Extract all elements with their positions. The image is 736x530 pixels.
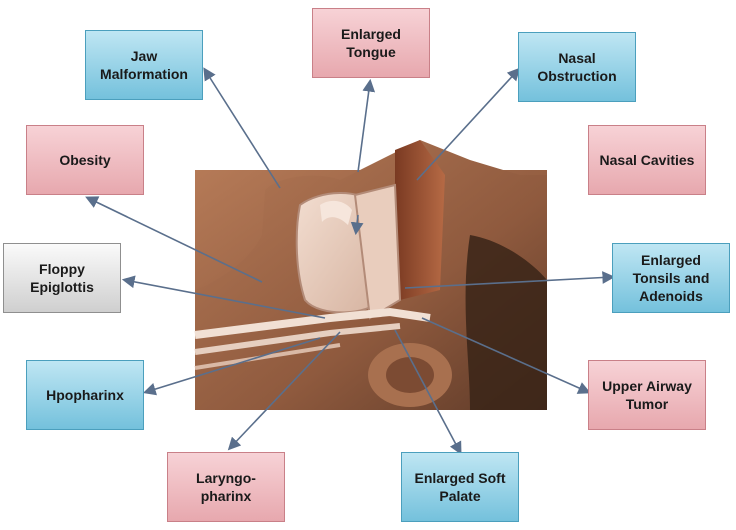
label-jaw-malformation: Jaw Malformation	[85, 30, 203, 100]
arrow-floppy-epiglottis	[121, 275, 326, 319]
label-upper-airway-tumor: Upper Airway Tumor	[588, 360, 706, 430]
arrow-inner	[350, 214, 364, 236]
arrow-enlarged-tonsils	[404, 271, 616, 289]
label-hpopharinx: Hpopharinx	[26, 360, 144, 430]
arrow-laryngopharinx	[227, 331, 341, 451]
label-nasal-cavities: Nasal Cavities	[588, 125, 706, 195]
label-laryngopharinx: Laryngo- pharinx	[167, 452, 285, 522]
arrow-enlarged-tongue	[357, 78, 376, 173]
label-floppy-epiglottis: Floppy Epiglottis	[3, 243, 121, 313]
arrow-jaw-malformation	[203, 67, 281, 189]
label-obesity: Obesity	[26, 125, 144, 195]
arrow-upper-airway-tumor	[421, 317, 591, 394]
arrow-obesity	[85, 196, 263, 283]
label-nasal-obstruction: Nasal Obstruction	[518, 32, 636, 102]
nasal-cavity-shape	[395, 140, 445, 300]
label-enlarged-tongue: Enlarged Tongue	[312, 8, 430, 78]
oral-cavity-tissue	[295, 183, 402, 320]
arrow-enlarged-soft-palate	[394, 329, 462, 455]
label-enlarged-soft-palate: Enlarged Soft Palate	[401, 452, 519, 522]
label-enlarged-tonsils-adenoids: Enlarged Tonsils and Adenoids	[612, 243, 730, 313]
arrow-nasal-obstruction	[416, 67, 521, 181]
arrow-hpopharinx	[142, 337, 321, 396]
connector-arrows	[85, 67, 616, 455]
airway-tubes	[194, 307, 431, 370]
